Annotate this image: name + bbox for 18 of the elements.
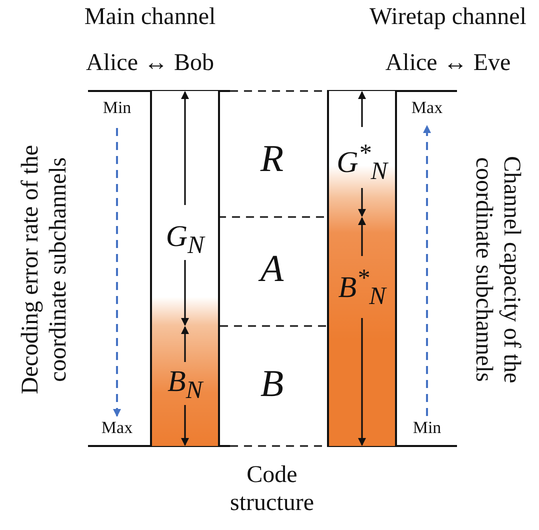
caption: Code structure xyxy=(229,462,315,518)
dimension-label: G$_{N}$ xyxy=(166,220,204,260)
scale-label: Max xyxy=(411,98,443,118)
segment-label: B xyxy=(260,363,284,407)
axis-title: Decoding error rate of the coordinate subchannels xyxy=(17,144,72,396)
segment-label: A xyxy=(260,248,284,292)
dimension-label: B$_{N}$ xyxy=(168,365,202,405)
channel-title: Main channel xyxy=(84,4,216,32)
segment-label: R xyxy=(260,138,284,182)
axis-title: Channel capacity of the coordinate subchannels xyxy=(470,154,525,386)
channel-bar xyxy=(150,91,220,446)
channel-endpoints: Alice ↔ Eve xyxy=(385,50,511,78)
channel-title: Wiretap channel xyxy=(370,4,526,32)
channel-endpoints: Alice ↔ Bob xyxy=(86,50,214,78)
scale-label: Max xyxy=(101,418,133,438)
channel-bar xyxy=(327,91,397,446)
scale-label: Min xyxy=(102,98,132,118)
scale-label: Min xyxy=(412,418,442,438)
